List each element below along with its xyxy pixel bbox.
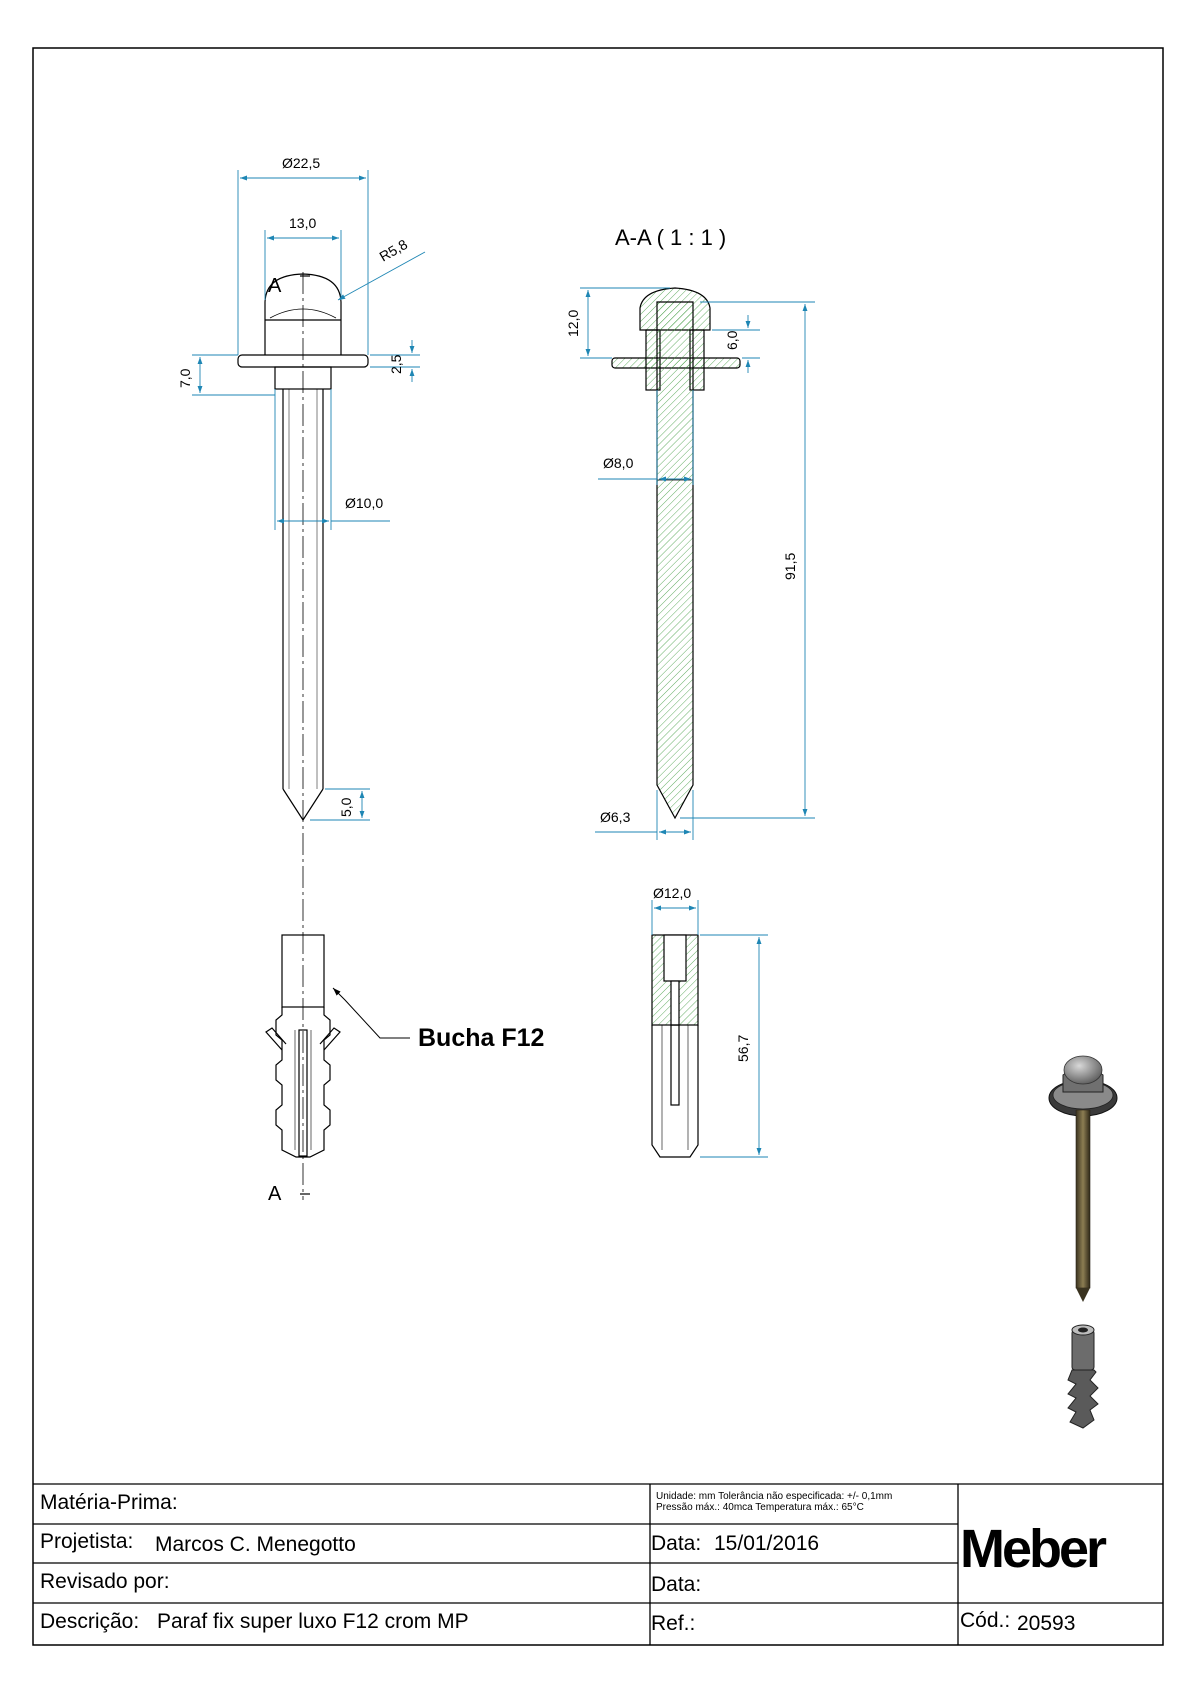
title-block-grid bbox=[33, 1483, 1163, 1645]
side-view bbox=[237, 272, 369, 1200]
revisado-label: Revisado por: bbox=[40, 1570, 170, 1593]
dim-anchor-length: 56,7 bbox=[735, 1035, 751, 1062]
dim-dome-radius: R5,8 bbox=[377, 236, 411, 265]
ref-label: Ref.: bbox=[651, 1612, 696, 1635]
section-view bbox=[611, 287, 741, 1158]
anchor-wing-left bbox=[265, 1027, 287, 1051]
callout-leader bbox=[332, 987, 410, 1039]
descricao-label: Descrição: bbox=[40, 1610, 140, 1633]
anchor-ribs bbox=[275, 1007, 331, 1158]
dim-tip-length: 5,0 bbox=[338, 797, 354, 817]
dim-head-height: 7,0 bbox=[177, 368, 193, 388]
materia-prima-label: Matéria-Prima: bbox=[40, 1491, 178, 1514]
data-label-1: Data: bbox=[651, 1532, 702, 1555]
sheet-border bbox=[32, 47, 1164, 1646]
anchor-collar bbox=[281, 934, 325, 1008]
dim-cap-height: 12,0 bbox=[565, 310, 581, 337]
iso-screw-illustration bbox=[1048, 1055, 1118, 1302]
projetista-label: Projetista: bbox=[40, 1530, 134, 1553]
section-view-dimensions bbox=[580, 287, 815, 1158]
cod-value: 20593 bbox=[1017, 1612, 1076, 1635]
data-label-2: Data: bbox=[651, 1573, 702, 1596]
dim-screw-length: 91,5 bbox=[782, 553, 798, 580]
section-mark-bottom: A bbox=[268, 1183, 282, 1205]
dim-anchor-diameter: Ø12,0 bbox=[653, 885, 691, 901]
dim-tip-diameter: Ø6,3 bbox=[600, 809, 631, 825]
section-title: A-A ( 1 : 1 ) bbox=[615, 225, 726, 250]
collar-outline bbox=[274, 366, 332, 390]
dim-shank-diameter: Ø10,0 bbox=[345, 495, 383, 511]
dim-head-diameter: Ø22,5 bbox=[282, 155, 320, 171]
meber-logo: Meber bbox=[960, 1519, 1107, 1579]
anchor-wing-right bbox=[319, 1027, 341, 1051]
section-mark-top: A bbox=[268, 275, 282, 297]
data-value-1: 15/01/2016 bbox=[714, 1532, 820, 1555]
descricao-value: Paraf fix super luxo F12 crom MP bbox=[157, 1610, 469, 1633]
dim-washer-thickness: 2,5 bbox=[388, 354, 404, 374]
callout-anchor-label: Bucha F12 bbox=[418, 1024, 544, 1052]
screw-tip-outline bbox=[282, 788, 324, 822]
dome-cap-outline bbox=[264, 273, 342, 320]
side-view-dimensions bbox=[192, 170, 426, 821]
dim-nut-width: 13,0 bbox=[289, 215, 316, 231]
dim-screw-diameter: Ø8,0 bbox=[603, 455, 634, 471]
projetista-value: Marcos C. Menegotto bbox=[155, 1533, 356, 1556]
iso-anchor-illustration bbox=[1067, 1324, 1099, 1429]
dim-nut-height: 6,0 bbox=[724, 330, 740, 350]
notes-line-2: Pressão máx.: 40mca Temperatura máx.: 65… bbox=[656, 1502, 864, 1513]
cod-label: Cód.: bbox=[960, 1609, 1011, 1632]
notes-line-1: Unidade: mm Tolerância não especificada:… bbox=[656, 1491, 893, 1502]
